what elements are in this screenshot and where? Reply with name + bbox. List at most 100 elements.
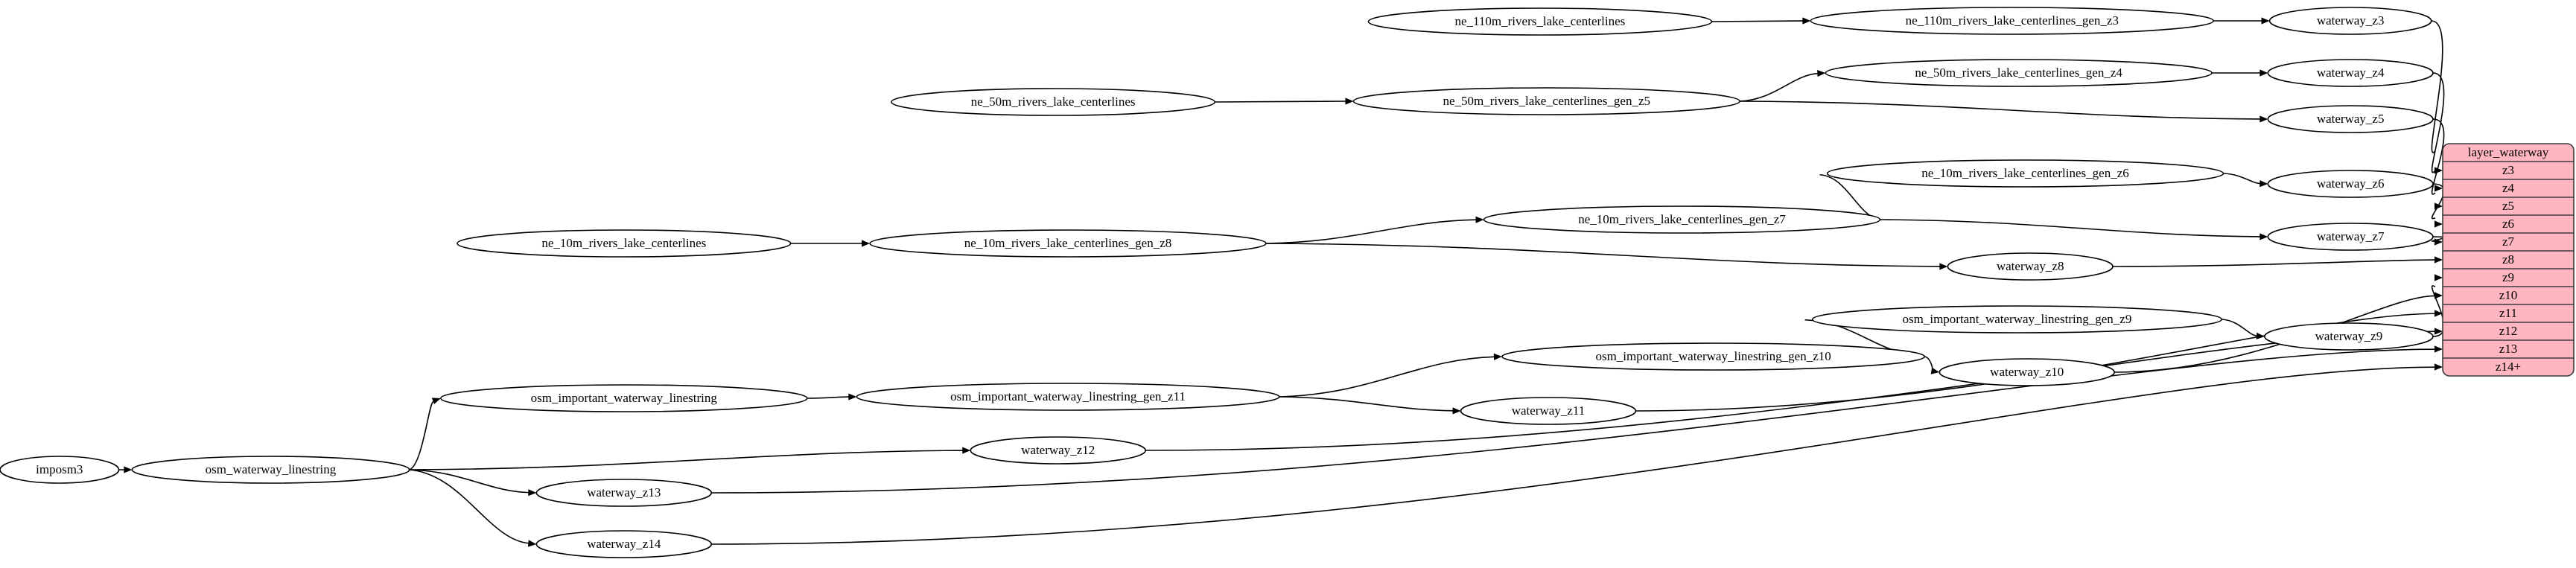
edge-arrowhead bbox=[2435, 238, 2443, 246]
node-label: waterway_z4 bbox=[2317, 66, 2385, 80]
graph-node-ww_z7[interactable]: waterway_z7 bbox=[2267, 223, 2434, 251]
record-row-z4[interactable]: z4 bbox=[2502, 181, 2515, 195]
node-ellipse bbox=[439, 384, 808, 412]
graph-node-ww_z5[interactable]: waterway_z5 bbox=[2267, 105, 2434, 133]
node-ellipse bbox=[1811, 305, 2223, 334]
node-label: osm_important_waterway_linestring bbox=[531, 391, 718, 405]
node-ellipse bbox=[2267, 105, 2434, 133]
edge-arrowhead bbox=[2435, 310, 2443, 317]
node-ellipse bbox=[131, 456, 410, 484]
node-label: waterway_z13 bbox=[587, 485, 661, 500]
nodes-layer: imposm3 osm_waterway_linestring osm_import… bbox=[0, 7, 2434, 558]
graph-node-ww_z12[interactable]: waterway_z12 bbox=[970, 436, 1146, 465]
record-row-z3[interactable]: z3 bbox=[2502, 163, 2514, 177]
node-label: waterway_z5 bbox=[2317, 112, 2385, 126]
record-node-layer-waterway[interactable]: layer_waterway z3 z4 z5 z6 z7 z8 z9 z10 z11 z12 z13… bbox=[2442, 143, 2575, 377]
graph-node-osm_imp_z10[interactable]: osm_important_waterway_linestring_gen_z1… bbox=[1501, 342, 1926, 371]
graph-node-ww_z14[interactable]: waterway_z14 bbox=[535, 530, 713, 558]
graph-node-ww_z10[interactable]: waterway_z10 bbox=[1939, 358, 2116, 386]
edges-layer bbox=[118, 17, 2445, 547]
graph-edge bbox=[1279, 356, 1495, 398]
node-label: ne_110m_rivers_lake_centerlines_gen_z3 bbox=[1906, 13, 2119, 28]
graph-edge bbox=[409, 450, 964, 470]
graph-edge bbox=[1265, 243, 1941, 267]
node-label: ne_50m_rivers_lake_centerlines bbox=[971, 95, 1136, 109]
node-label: waterway_z8 bbox=[1997, 259, 2064, 273]
edge-arrowhead bbox=[2435, 274, 2443, 281]
edge-arrowhead bbox=[2435, 292, 2443, 299]
graph-edge bbox=[711, 366, 2436, 545]
graph-node-osm_ww[interactable]: osm_waterway_linestring bbox=[131, 456, 410, 484]
graph-node-ne110_z3[interactable]: ne_110m_rivers_lake_centerlines_gen_z3 bbox=[1810, 7, 2214, 35]
graph-edge bbox=[1740, 100, 2261, 120]
graph-node-osm_imp_z11[interactable]: osm_important_waterway_linestring_gen_z1… bbox=[856, 383, 1280, 411]
record-row-z6[interactable]: z6 bbox=[2502, 217, 2514, 231]
node-label: waterway_z3 bbox=[2317, 13, 2385, 28]
record-row-z5[interactable]: z5 bbox=[2502, 199, 2514, 213]
node-ellipse bbox=[970, 436, 1146, 465]
node-label: osm_important_waterway_linestring_gen_z9 bbox=[1903, 312, 2132, 326]
node-ellipse bbox=[535, 479, 713, 507]
node-ellipse bbox=[1367, 7, 1713, 36]
node-ellipse bbox=[1352, 87, 1740, 115]
graph-node-ne50_z5[interactable]: ne_50m_rivers_lake_centerlines_gen_z5 bbox=[1352, 87, 1740, 115]
record-title: layer_waterway bbox=[2468, 145, 2549, 159]
edge-arrowhead bbox=[1802, 17, 1811, 25]
node-label: osm_important_waterway_linestring_gen_z1… bbox=[1595, 349, 1831, 363]
graph-node-ne50_z4[interactable]: ne_50m_rivers_lake_centerlines_gen_z4 bbox=[1825, 59, 2213, 87]
graph-edge bbox=[711, 348, 2436, 494]
graph-node-ww_z8[interactable]: waterway_z8 bbox=[1947, 252, 2114, 281]
record-row-z13[interactable]: z13 bbox=[2499, 342, 2518, 356]
edge-arrowhead bbox=[2435, 256, 2443, 264]
record-row-z9[interactable]: z9 bbox=[2502, 270, 2514, 284]
node-ellipse bbox=[2267, 170, 2434, 198]
node-label: ne_110m_rivers_lake_centerlines bbox=[1455, 14, 1626, 28]
graph-node-ne110[interactable]: ne_110m_rivers_lake_centerlines bbox=[1367, 7, 1713, 36]
record-row-z11[interactable]: z11 bbox=[2499, 306, 2517, 320]
edge-arrowhead bbox=[124, 466, 133, 473]
record-row-z10[interactable]: z10 bbox=[2499, 288, 2518, 302]
node-ellipse bbox=[2267, 59, 2434, 87]
record-row-z12[interactable]: z12 bbox=[2499, 324, 2518, 338]
graph-node-osm_imp_z9[interactable]: osm_important_waterway_linestring_gen_z9 bbox=[1811, 305, 2223, 334]
node-label: ne_10m_rivers_lake_centerlines_gen_z7 bbox=[1578, 212, 1786, 226]
graph-node-ne50[interactable]: ne_50m_rivers_lake_centerlines bbox=[891, 88, 1216, 116]
graph-node-ne10_z6[interactable]: ne_10m_rivers_lake_centerlines_gen_z6 bbox=[1826, 159, 2224, 188]
graph-node-imposm3[interactable]: imposm3 bbox=[0, 456, 120, 484]
edge-arrowhead bbox=[528, 489, 537, 497]
record-row-z8[interactable]: z8 bbox=[2502, 252, 2514, 267]
graph-edge bbox=[1215, 100, 1346, 103]
edge-arrowhead bbox=[2259, 115, 2268, 123]
node-ellipse bbox=[2267, 223, 2434, 251]
graph-node-osm_imp_ww[interactable]: osm_important_waterway_linestring bbox=[439, 384, 808, 412]
graph-node-ne10_z7[interactable]: ne_10m_rivers_lake_centerlines_gen_z7 bbox=[1483, 205, 1881, 234]
node-ellipse bbox=[1947, 252, 2114, 281]
node-label: waterway_z12 bbox=[1021, 443, 1095, 457]
record-row-z14+[interactable]: z14+ bbox=[2496, 360, 2521, 374]
graph-node-ne10[interactable]: ne_10m_rivers_lake_centerlines bbox=[457, 229, 792, 258]
graph-edge bbox=[1635, 313, 2436, 412]
graph-node-ww_z6[interactable]: waterway_z6 bbox=[2267, 170, 2434, 198]
graph-edge bbox=[807, 396, 850, 399]
graph-edge bbox=[2431, 236, 2445, 242]
graph-edge bbox=[1711, 20, 1804, 22]
graph-node-ww_z11[interactable]: waterway_z11 bbox=[1460, 397, 1637, 425]
record-row-z7[interactable]: z7 bbox=[2502, 234, 2515, 249]
edge-arrowhead bbox=[2259, 69, 2268, 77]
node-ellipse bbox=[1460, 397, 1637, 425]
graph-node-ww_z4[interactable]: waterway_z4 bbox=[2267, 59, 2434, 87]
graph-node-ww_z13[interactable]: waterway_z13 bbox=[535, 479, 713, 507]
node-label: waterway_z14 bbox=[587, 537, 661, 551]
graph-edge bbox=[1880, 219, 2261, 237]
node-ellipse bbox=[1483, 205, 1881, 234]
graph-node-ww_z3[interactable]: waterway_z3 bbox=[2268, 7, 2432, 35]
edge-arrowhead bbox=[2435, 185, 2443, 192]
edge-arrowhead bbox=[2435, 328, 2443, 335]
node-ellipse bbox=[0, 456, 120, 484]
edge-arrowhead bbox=[2259, 233, 2268, 240]
node-ellipse bbox=[1810, 7, 2214, 35]
edge-arrowhead bbox=[2261, 17, 2270, 25]
graph-node-ww_z9[interactable]: waterway_z9 bbox=[2264, 322, 2434, 351]
graph-node-ne10_z8[interactable]: ne_10m_rivers_lake_centerlines_gen_z8 bbox=[869, 229, 1267, 258]
